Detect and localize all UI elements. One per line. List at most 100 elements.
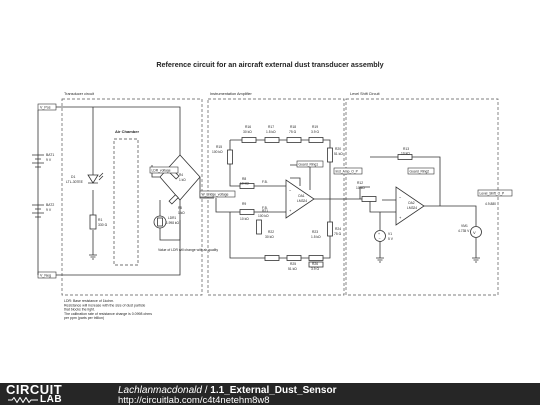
- svg-text:R8: R8: [242, 177, 246, 181]
- note-line-3: that blocks the light.: [64, 308, 95, 312]
- v-neg-text: V_Neg: [40, 274, 51, 278]
- ground-1: [89, 254, 97, 260]
- svg-text:75 Ω: 75 Ω: [289, 130, 297, 134]
- svg-text:LM324: LM324: [297, 199, 307, 203]
- fb1-text: F.B.: [262, 180, 268, 184]
- footer-bar: CIRCUIT LAB Lachlanmacdonald / 1.1_Exter…: [0, 382, 540, 406]
- guard-ring1-text: Guard_Ring1: [299, 163, 319, 167]
- svg-text:R22: R22: [268, 230, 274, 234]
- svg-text:+: +: [289, 208, 292, 213]
- bat1: BAT1 9 V: [32, 153, 54, 168]
- svg-text:R17: R17: [268, 125, 274, 129]
- author-link[interactable]: Lachlanmacdonald: [118, 385, 202, 396]
- resistor-r9: R9 10 kΩ: [239, 202, 255, 221]
- diagram-title: Reference circuit for an aircraft extern…: [156, 60, 383, 69]
- ldr1: LDR1 1.998 kΩ: [153, 200, 181, 241]
- voltmeter-vm1: V VM1 4.735 V: [458, 224, 482, 238]
- path-separator: /: [201, 385, 211, 396]
- svg-text:1 kΩ: 1 kΩ: [179, 178, 186, 182]
- level-shift-op-text: Level_Shift_O_P: [480, 192, 506, 196]
- svg-text:LTL-307EE: LTL-307EE: [66, 180, 84, 184]
- svg-text:R25: R25: [290, 262, 296, 266]
- logo-wave-icon: [8, 397, 38, 403]
- ldr-note: Value of LDR will change with air qualit…: [158, 248, 218, 252]
- inst-amp-op-text: Inst_Amp_O_P: [336, 170, 359, 174]
- section-transducer: Transducer circuit: [64, 92, 95, 96]
- level-shift-box: [345, 98, 499, 296]
- w-bridge-voltage-text: W_Bridge_voltage: [202, 193, 229, 197]
- svg-text:R4: R4: [179, 173, 183, 177]
- opamp-oa1: − + OA1 LM324: [285, 179, 315, 219]
- svg-text:51 kΩ: 51 kΩ: [288, 267, 297, 271]
- schematic-canvas: Reference circuit for an aircraft extern…: [32, 60, 513, 321]
- svg-text:10 kΩ: 10 kΩ: [356, 186, 365, 190]
- level-shift-op-label: [477, 189, 513, 197]
- svg-text:BAT1: BAT1: [46, 153, 54, 157]
- ldr-resistance-note: LDR: Base resistance of 1kohm. Resistanc…: [64, 299, 153, 320]
- ldr-voltage-text: LDR_voltage: [152, 169, 171, 173]
- svg-text:3.9 Ω: 3.9 Ω: [311, 267, 319, 271]
- svg-text:+: +: [378, 232, 380, 236]
- svg-text:R26: R26: [312, 262, 318, 266]
- schematic-svg: Reference circuit for an aircraft extern…: [32, 60, 513, 320]
- w-bridge-voltage-label: [199, 190, 236, 198]
- svg-text:R18: R18: [290, 125, 296, 129]
- ground-2: [376, 257, 480, 263]
- svg-text:R19: R19: [312, 125, 318, 129]
- svg-text:R16: R16: [245, 125, 251, 129]
- svg-text:R23: R23: [312, 230, 318, 234]
- svg-text:100 kΩ: 100 kΩ: [212, 150, 223, 154]
- svg-text:R9: R9: [242, 202, 246, 206]
- svg-text:10 kΩ: 10 kΩ: [401, 152, 410, 156]
- inst-amp-wires: [215, 139, 336, 259]
- opamp-oa2: − + OA2 LM324: [395, 186, 425, 226]
- svg-text:10 kΩ: 10 kΩ: [240, 217, 249, 221]
- note-line-2: Resistance will increase with the size o…: [64, 303, 145, 307]
- svg-text:+: +: [399, 215, 402, 220]
- guard-ring2-text: Guard_Ring2: [410, 170, 430, 174]
- svg-text:OA1: OA1: [298, 194, 305, 198]
- svg-text:R21: R21: [262, 209, 268, 213]
- note-line-4: The calibration rate of resistance chang…: [64, 312, 152, 316]
- circuit-url[interactable]: http://circuitlab.com/c4t4netehm8w8: [118, 395, 270, 406]
- rail-wires: [37, 106, 181, 276]
- inst-amp-op-label: [333, 167, 363, 175]
- note-line-5: per ppm (parts per trillion): [64, 316, 104, 320]
- svg-text:1.5 kΩ: 1.5 kΩ: [266, 130, 276, 134]
- svg-text:BAT2: BAT2: [46, 203, 54, 207]
- logo-top-text: CIRCUIT: [6, 382, 63, 397]
- svg-text:LDR1: LDR1: [168, 216, 176, 220]
- svg-text:OA2: OA2: [408, 201, 415, 205]
- logo-bottom-text: LAB: [40, 394, 63, 405]
- svg-text:R20: R20: [335, 147, 341, 151]
- svg-text:1 kΩ: 1 kΩ: [178, 211, 185, 215]
- circuitlab-logo[interactable]: CIRCUIT LAB: [6, 382, 98, 405]
- svg-text:V1: V1: [388, 232, 392, 236]
- guard-ring2-label: [407, 167, 435, 175]
- svg-text:−: −: [379, 237, 381, 241]
- svg-text:1.5 kΩ: 1.5 kΩ: [311, 235, 321, 239]
- vmeter-reading: 4.9.880: [485, 202, 496, 206]
- svg-text:9 V: 9 V: [46, 158, 52, 162]
- svg-text:9 V: 9 V: [46, 208, 52, 212]
- circuit-title: 1.1_External_Dust_Sensor: [210, 385, 337, 396]
- source-v1: + − V1 5 V: [374, 230, 394, 242]
- svg-text:330 Ω: 330 Ω: [98, 223, 108, 227]
- svg-text:R15: R15: [216, 145, 222, 149]
- bat2: BAT2 9 V: [32, 203, 54, 218]
- note-line-1: LDR: Base resistance of 1kohm.: [64, 299, 114, 303]
- section-instrumentation: Instrumentation Amplifier: [210, 92, 253, 96]
- svg-text:VM1: VM1: [461, 224, 468, 228]
